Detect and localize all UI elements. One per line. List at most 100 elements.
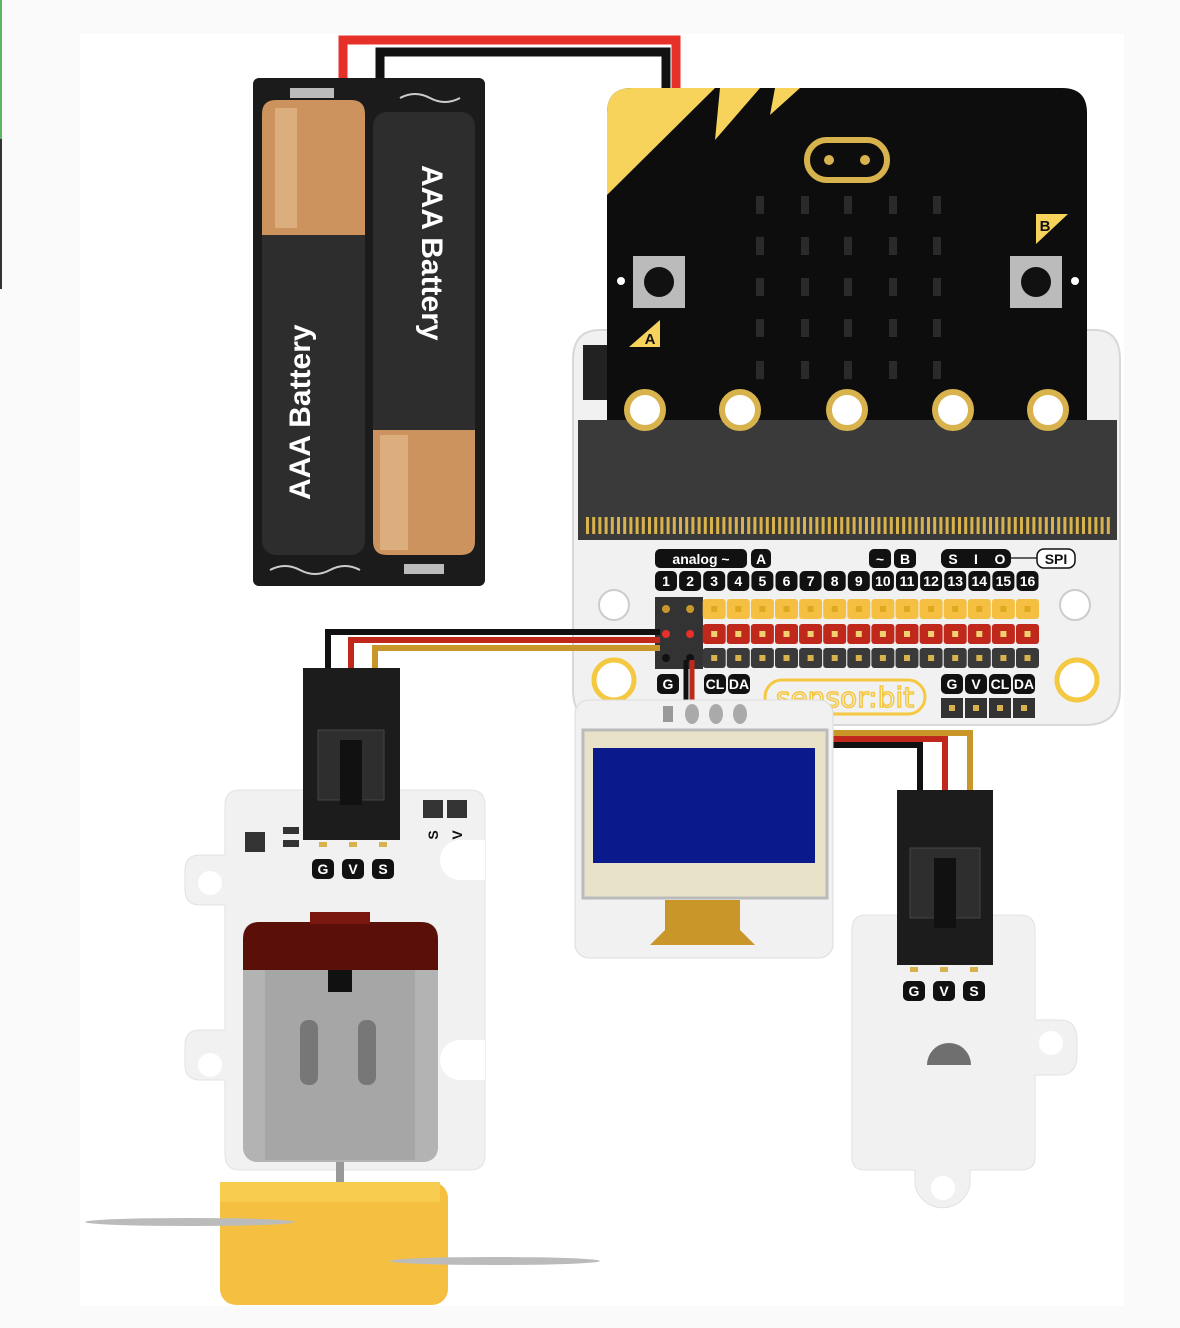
edge-pin-ring[interactable] [624,389,666,431]
edge-tooth [629,517,633,534]
edge-tooth [641,517,645,534]
led [756,196,764,214]
button-b[interactable] [1010,256,1062,308]
edge-tooth [660,517,664,534]
pin-hole [976,655,983,661]
edge-tooth [920,517,924,534]
motor-pin-label-bg [342,859,364,879]
edge-tooth [753,517,757,534]
pin-hole [928,606,935,612]
pin-hole [759,655,766,661]
header-pin[interactable] [686,605,695,613]
button-b-label: B [1040,218,1051,235]
led [889,196,897,214]
edge-tooth [933,517,937,534]
led [801,237,809,255]
pin-hole [973,705,979,711]
battery-black-wire [375,47,671,92]
edge-tooth [908,517,912,534]
side-socket[interactable] [447,800,467,818]
led [756,278,764,296]
edge-tooth [691,517,695,534]
edge-tooth [654,517,658,534]
pin-number-bg [775,571,798,591]
pin-number: 8 [831,573,839,589]
pin-hole [711,631,718,637]
pin-contact [379,842,387,847]
pin-hole [783,606,790,612]
pin-number: 10 [875,573,891,589]
edge-tooth [1106,517,1110,534]
edge-tooth [703,517,707,534]
edge-pin-ring[interactable] [826,389,868,431]
battery-left-label: AAA Battery [284,324,317,500]
button-a[interactable] [633,256,685,308]
motor-pin-label: S [378,861,387,877]
led [801,319,809,337]
edge-tooth [951,517,955,534]
pin-number: 2 [686,573,694,589]
motor-side-pin-label: V [449,830,465,840]
pin-number: 15 [996,573,1012,589]
edge-tooth [741,517,744,534]
edge-pin-ring[interactable] [932,389,974,431]
edge-tooth [1013,517,1017,534]
led [889,237,897,255]
edge-tooth [927,517,930,534]
pin-hole [783,631,790,637]
edge-tooth [1051,517,1054,534]
edge-tooth [598,517,602,534]
edge-tooth [679,517,682,534]
edge-tooth [1020,517,1023,534]
motor-pin-label-bg [312,859,334,879]
edge-tooth [803,517,806,534]
pin-number-bg [944,571,967,591]
pin-hole [735,606,742,612]
i2c-left-label: CL [706,676,725,692]
edge-tooth [846,517,850,534]
side-socket[interactable] [423,800,443,818]
pin-hole [879,631,886,637]
pin-hole [831,631,838,637]
edge-tooth [697,517,701,534]
a-label: A [756,551,766,567]
edge-tooth [604,517,608,534]
edge-tooth [586,517,589,534]
edge-tooth [722,517,726,534]
edge-tooth [840,517,844,534]
led [933,319,941,337]
pin-hole [783,655,790,661]
pin-number: 11 [900,573,915,589]
led [844,319,852,337]
edge-tooth [617,517,620,534]
i2c-left-label: G [663,676,674,692]
pin-hole [928,655,935,661]
pin-hole [1024,606,1031,612]
logo-touch[interactable] [804,137,890,183]
pin-hole [831,655,838,661]
header-pin[interactable] [662,630,670,638]
edge-tooth [747,517,751,534]
edge-tooth [765,517,769,534]
spi-i-label: I [974,551,978,567]
window-edge-accent [0,0,2,139]
sensor-pin-label-bg [963,981,985,1001]
pin-hole [1000,655,1007,661]
edge-pin-ring[interactable] [1027,389,1069,431]
battery-holder[interactable]: AAA Battery AAA Battery [253,78,485,586]
header-pin[interactable] [662,605,670,613]
header-pin[interactable] [686,630,695,638]
edge-tooth [790,517,794,534]
pin-number: 16 [1020,573,1036,589]
led [889,278,897,296]
edge-pin-ring[interactable] [719,389,761,431]
pin-number-bg [992,571,1015,591]
motor-pin-label-bg [372,859,394,879]
i2c-right-label-bg [1013,674,1035,694]
edge-tooth [728,517,732,534]
pin-hole [879,655,886,661]
gearbox [220,1182,448,1305]
pin-number-bg [871,571,894,591]
header-pin[interactable] [662,654,670,662]
